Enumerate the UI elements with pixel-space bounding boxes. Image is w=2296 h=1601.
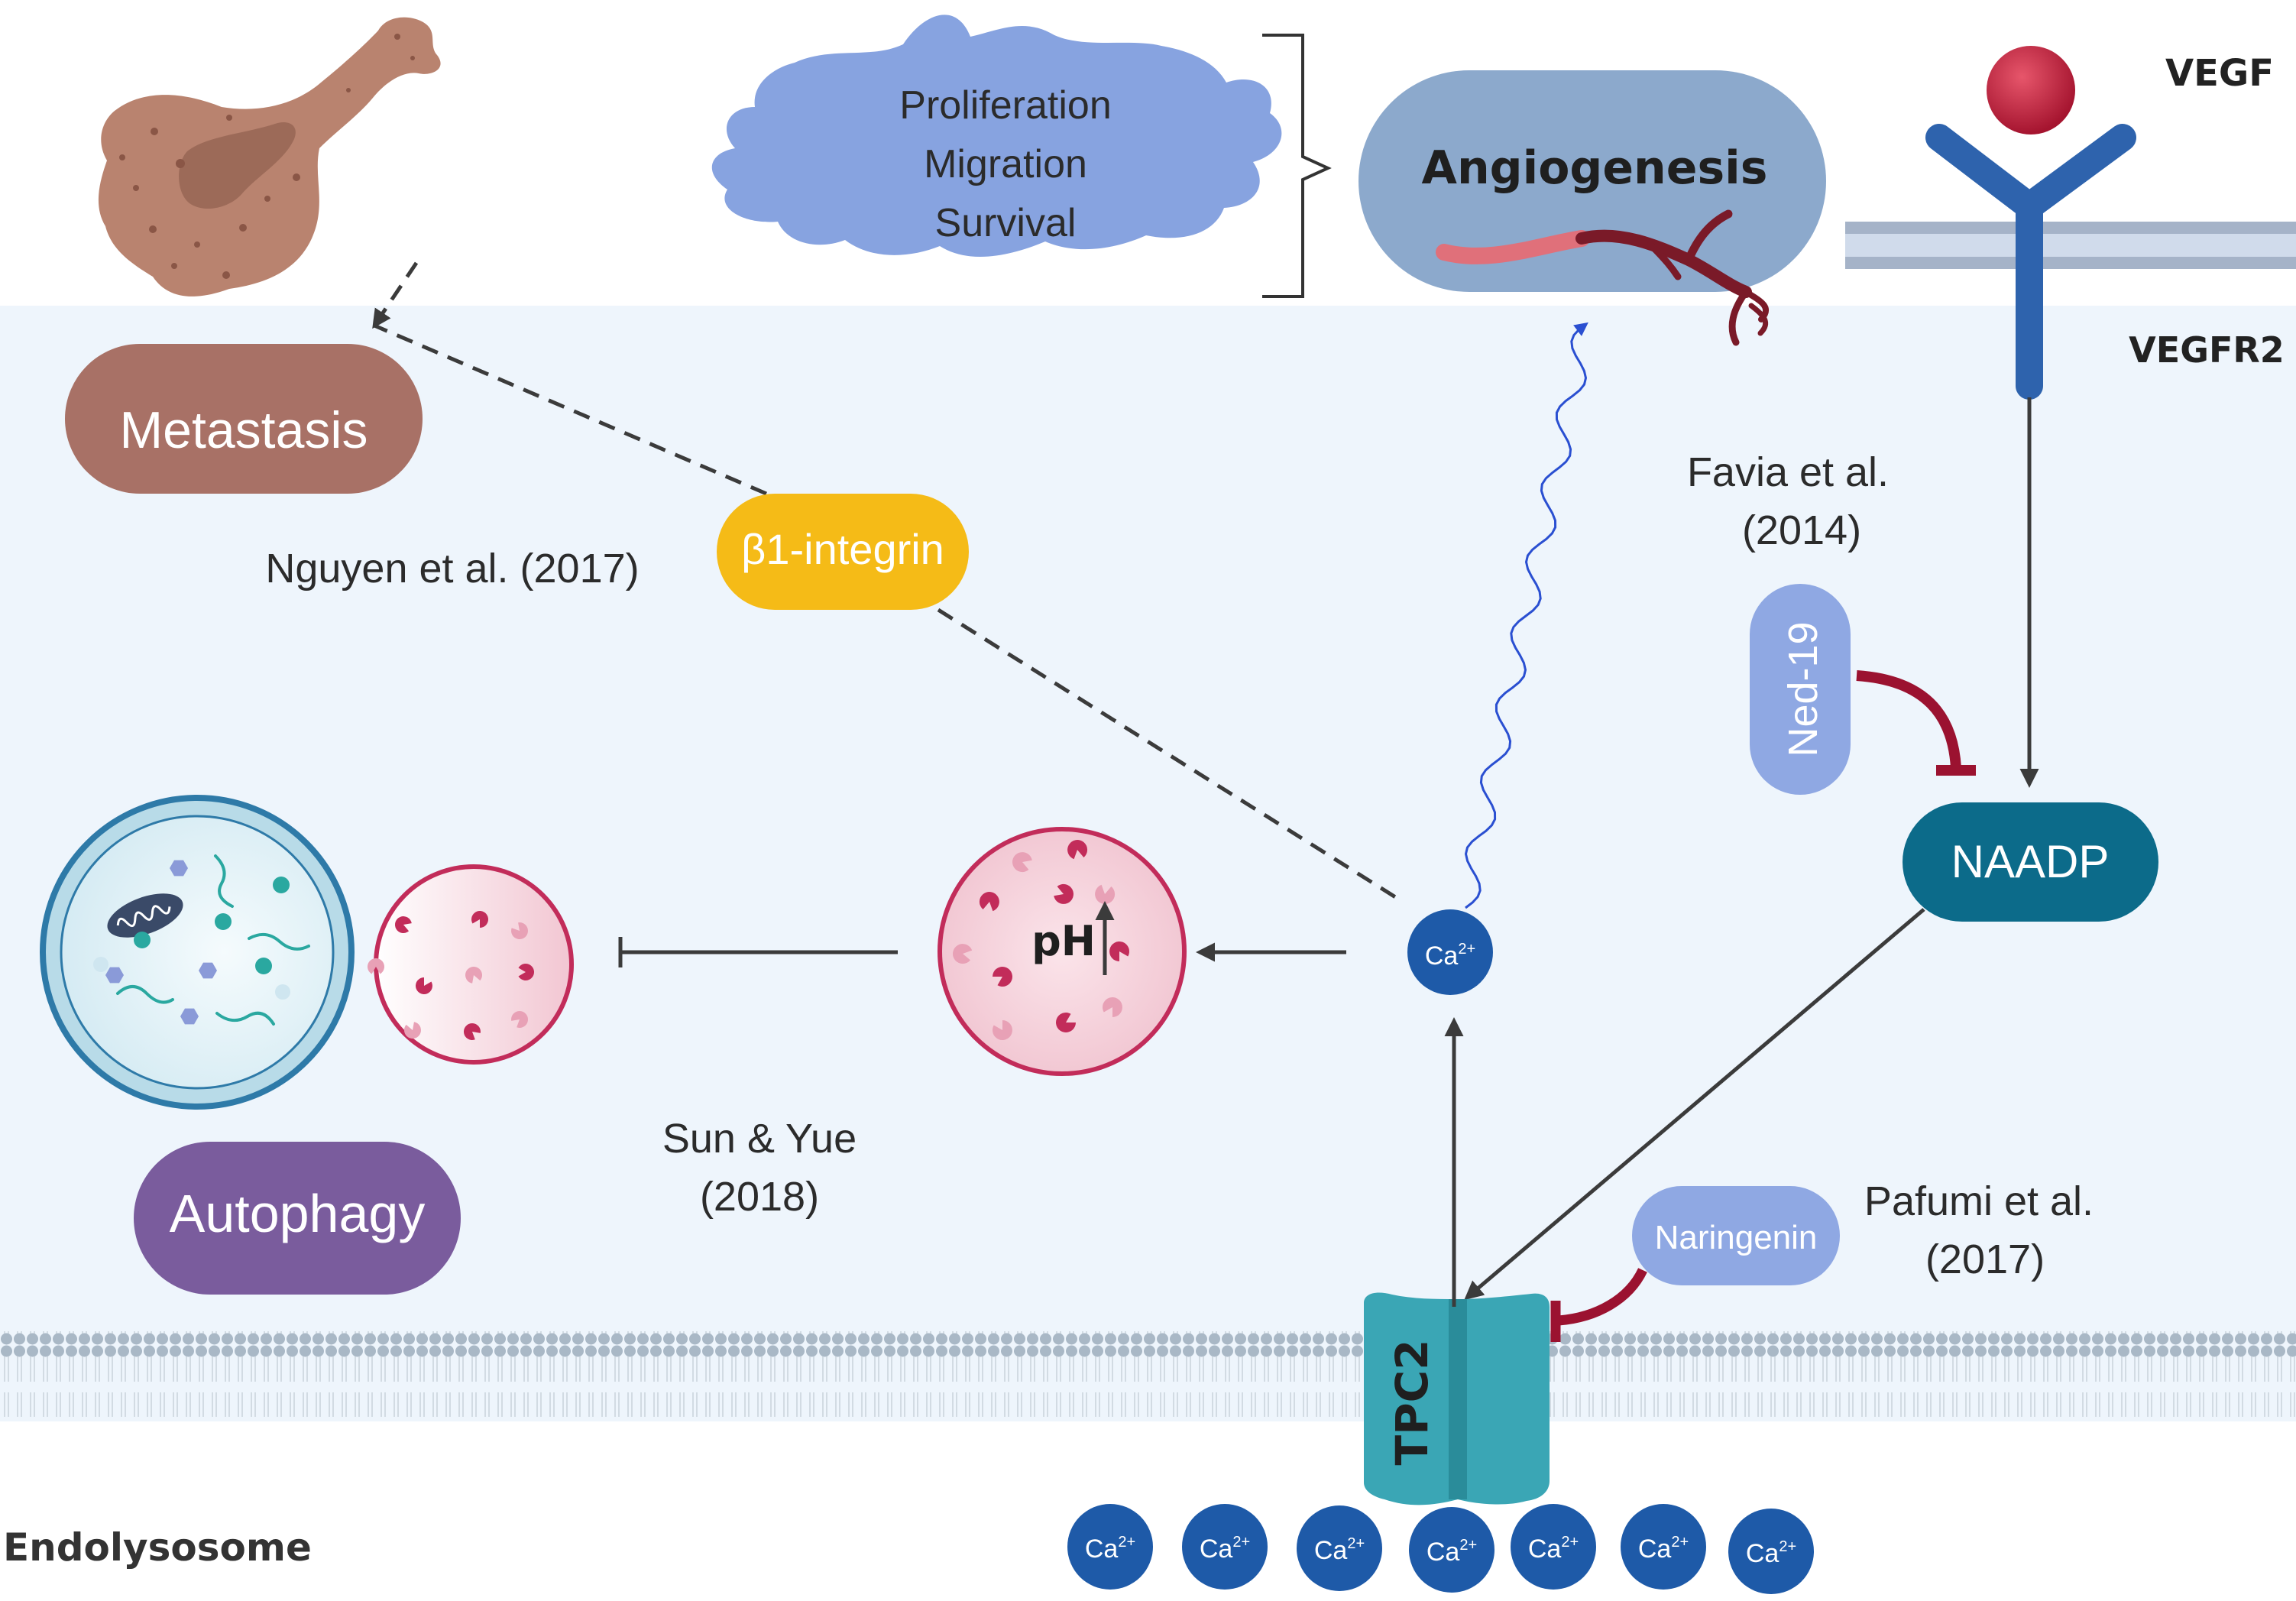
autophagolysosome-icon xyxy=(40,795,574,1110)
metastasis-label: Metastasis xyxy=(120,401,368,459)
angiogenesis-label: Angiogenesis xyxy=(1422,141,1768,195)
endolysosome-label: Endolysosome xyxy=(3,1525,312,1570)
effect-survival: Survival xyxy=(935,201,1077,245)
effects-bracket xyxy=(1262,34,1332,298)
effect-migration: Migration xyxy=(924,142,1087,186)
naringenin-inhibition xyxy=(1558,1268,1647,1326)
angiogenesis-node: Angiogenesis xyxy=(1358,70,1826,346)
calcium-ion: Ca2+ xyxy=(1067,1504,1153,1590)
naringenin-label: Naringenin xyxy=(1655,1219,1818,1256)
cell-effects-blob: Proliferation Migration Survival xyxy=(711,15,1282,258)
ned19-label: Ned-19 xyxy=(1780,621,1826,757)
svg-text:Ca2+: Ca2+ xyxy=(1085,1534,1135,1564)
calcium-ion: Ca2+ xyxy=(1182,1504,1268,1590)
calcium-ion: Ca2+ xyxy=(1297,1505,1382,1591)
svg-text:Ca2+: Ca2+ xyxy=(1746,1538,1796,1568)
endolysosome-membrane xyxy=(0,1331,2296,1417)
citation-pafumi-year: (2017) xyxy=(1925,1236,2045,1282)
svg-text:Ca2+: Ca2+ xyxy=(1314,1535,1365,1565)
vegfr2-label: VEGFR2 xyxy=(2129,329,2285,371)
svg-text:Ca2+: Ca2+ xyxy=(1200,1534,1250,1564)
naringenin-node xyxy=(1632,1186,1840,1285)
tumor-cell-icon xyxy=(98,17,441,297)
autophagy-node xyxy=(134,1142,461,1295)
naadp-label: NAADP xyxy=(1951,836,2110,887)
svg-text:Ca2+: Ca2+ xyxy=(1638,1534,1689,1564)
lysosome-ph: pH xyxy=(938,827,1187,1076)
integrin-label: β1-integrin xyxy=(741,525,944,573)
vegf-label: VEGF xyxy=(2165,52,2274,95)
calcium-ion: Ca2+ xyxy=(1511,1504,1596,1590)
ph-label: pH xyxy=(1031,917,1096,965)
vegf-ligand-icon xyxy=(1987,46,2075,134)
citation-nguyen: Nguyen et al. (2017) xyxy=(265,546,639,591)
naadp-node xyxy=(1903,802,2158,922)
calcium-to-integrin-link xyxy=(937,608,1404,904)
calcium-ions-luminal: Ca2+ Ca2+ Ca2+ Ca2+ Ca2+ Ca2+ Ca2+ xyxy=(1067,1504,1814,1594)
calcium-ion-cytosolic: Ca2+ xyxy=(1407,909,1493,995)
citation-sun-authors: Sun & Yue xyxy=(662,1116,857,1162)
integrin-to-metastasis-arrow xyxy=(374,323,767,496)
ned19-inhibition xyxy=(1856,670,1961,769)
svg-text:Ca2+: Ca2+ xyxy=(1425,941,1475,971)
blood-vessel-icon xyxy=(1436,230,1590,264)
vegf-receptor: VEGF VEGFR2 xyxy=(1925,46,2285,400)
metastasis-node xyxy=(65,344,423,494)
citation-pafumi-authors: Pafumi et al. xyxy=(1864,1178,2094,1224)
svg-text:Ca2+: Ca2+ xyxy=(1426,1537,1477,1567)
lumen-region xyxy=(0,1421,2296,1601)
plasma-membrane xyxy=(1845,222,2296,269)
effect-proliferation: Proliferation xyxy=(899,83,1111,128)
autophagy-label: Autophagy xyxy=(170,1184,426,1243)
tpc2-channel: TPC2 xyxy=(1364,1292,1550,1505)
citation-favia-year: (2014) xyxy=(1742,507,1861,553)
calcium-ion: Ca2+ xyxy=(1728,1509,1814,1594)
citation-favia-authors: Favia et al. xyxy=(1687,449,1889,495)
calcium-to-angiogenesis-signal xyxy=(1464,322,1588,909)
naadp-to-tpc2-arrow xyxy=(1464,908,1925,1301)
citation-sun-year: (2018) xyxy=(700,1174,819,1220)
integrin-node xyxy=(717,494,969,610)
calcium-ion: Ca2+ xyxy=(1409,1507,1495,1593)
ned19-node xyxy=(1750,584,1851,795)
calcium-ion: Ca2+ xyxy=(1621,1504,1706,1590)
tpc2-label: TPC2 xyxy=(1386,1340,1438,1466)
svg-text:Ca2+: Ca2+ xyxy=(1528,1534,1579,1564)
vegfr2-receptor-icon xyxy=(1925,124,2136,400)
